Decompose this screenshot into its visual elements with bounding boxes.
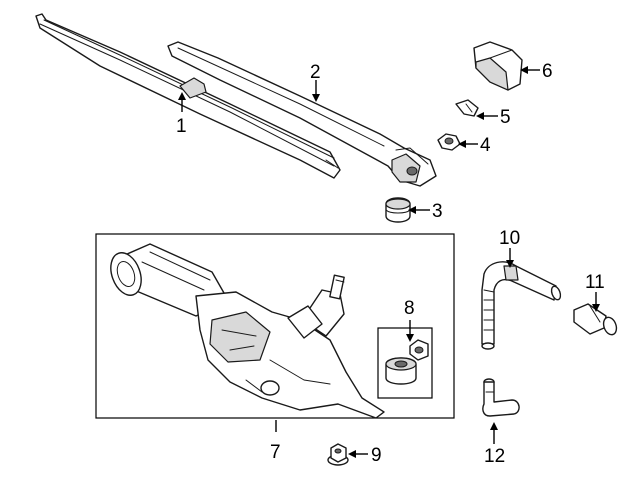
leader-lines bbox=[178, 66, 600, 458]
callout-6: 6 bbox=[542, 61, 553, 82]
mount-kit-box bbox=[377, 327, 433, 399]
flange-nut-icon bbox=[327, 443, 349, 466]
callout-8: 8 bbox=[404, 298, 415, 319]
wiper-arm-icon bbox=[167, 41, 437, 187]
callout-3: 3 bbox=[432, 201, 443, 222]
motor-mount-kit-icon bbox=[377, 327, 433, 399]
callout-11: 11 bbox=[585, 272, 605, 293]
arm-cap-icon bbox=[473, 41, 523, 91]
nut-icon bbox=[437, 133, 461, 151]
connector-hose-icon bbox=[482, 378, 520, 417]
callout-10: 10 bbox=[499, 228, 520, 249]
washer-hose-icon bbox=[481, 261, 562, 350]
callout-2: 2 bbox=[310, 62, 321, 83]
motor-assembly-box bbox=[95, 233, 455, 419]
callout-9: 9 bbox=[371, 445, 382, 466]
nozzle-icon bbox=[573, 303, 618, 336]
callout-7: 7 bbox=[270, 442, 281, 463]
callout-1: 1 bbox=[176, 116, 187, 137]
callout-5: 5 bbox=[500, 107, 511, 128]
callout-12: 12 bbox=[484, 446, 505, 467]
clip-icon bbox=[455, 99, 479, 117]
callout-4: 4 bbox=[480, 135, 491, 156]
wiper-blade-icon bbox=[35, 13, 341, 179]
wiper-motor-icon bbox=[95, 233, 455, 419]
callout-labels: 1 2 3 4 5 6 7 8 9 10 11 12 bbox=[176, 61, 605, 467]
grommet-icon bbox=[385, 197, 411, 223]
